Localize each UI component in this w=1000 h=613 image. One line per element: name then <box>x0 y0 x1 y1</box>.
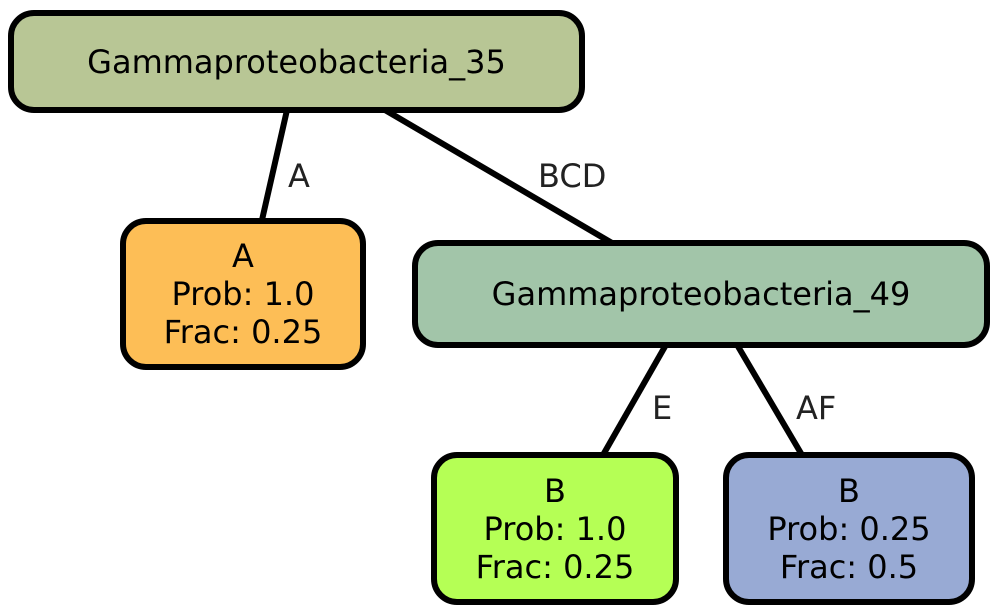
edge-inner-to-b2 <box>733 341 805 457</box>
edge-inner-to-b1 <box>600 341 670 457</box>
leaf-a-frac: Frac: 0.25 <box>163 313 323 351</box>
leaf-b1-frac: Frac: 0.25 <box>475 547 635 586</box>
edge-label-bcd: BCD <box>538 157 607 195</box>
inner-node[interactable]: Gammaproteobacteria_49 <box>412 240 990 348</box>
inner-node-title: Gammaproteobacteria_49 <box>491 275 911 313</box>
edge-label-af: AF <box>796 389 837 427</box>
leaf-a-prob: Prob: 1.0 <box>171 275 315 313</box>
leaf-b2-prob: Prob: 0.25 <box>767 509 931 548</box>
leaf-b2-title: B <box>838 471 860 510</box>
leaf-b2-frac: Frac: 0.5 <box>779 547 919 586</box>
leaf-node-b2[interactable]: B Prob: 0.25 Frac: 0.5 <box>723 452 975 605</box>
leaf-b1-prob: Prob: 1.0 <box>483 509 627 548</box>
edge-root-to-inner <box>383 107 614 246</box>
root-node-title: Gammaproteobacteria_35 <box>87 42 506 81</box>
edge-label-a: A <box>288 157 310 195</box>
leaf-node-a[interactable]: A Prob: 1.0 Frac: 0.25 <box>120 218 366 370</box>
leaf-b1-title: B <box>544 471 566 510</box>
root-node[interactable]: Gammaproteobacteria_35 <box>8 10 585 113</box>
leaf-node-b1[interactable]: B Prob: 1.0 Frac: 0.25 <box>431 452 679 605</box>
edge-label-e: E <box>652 389 673 427</box>
edge-root-to-a <box>259 109 290 221</box>
leaf-a-title: A <box>232 237 254 275</box>
